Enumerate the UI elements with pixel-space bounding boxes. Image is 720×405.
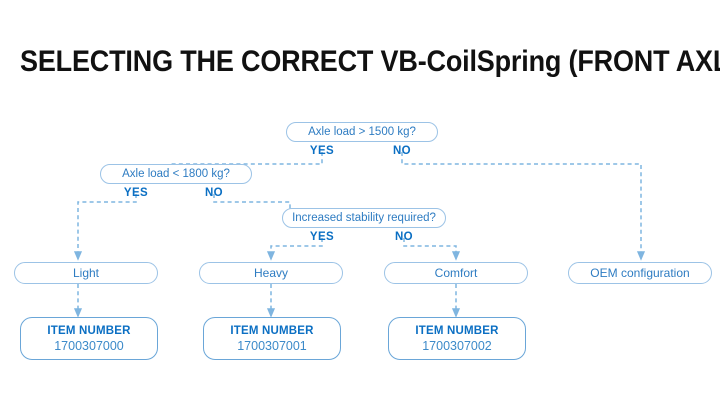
item-number-value: 1700307002 [422, 338, 492, 353]
item-number-box-heavy[interactable]: ITEM NUMBER 1700307001 [203, 317, 341, 360]
result-heavy[interactable]: Heavy [199, 262, 343, 284]
decision-increased-stability[interactable]: Increased stability required? [282, 208, 446, 228]
decision-axle-load-1800[interactable]: Axle load < 1800 kg? [100, 164, 252, 184]
branch-label-d1-no: NO [392, 145, 412, 157]
result-label: Comfort [434, 265, 478, 280]
branch-label-d1-yes: YES [309, 145, 335, 157]
wire-d2-yes [73, 194, 137, 261]
item-number-box-comfort[interactable]: ITEM NUMBER 1700307002 [388, 317, 526, 360]
decision-axle-load-1500[interactable]: Axle load > 1500 kg? [286, 122, 438, 142]
item-number-title: ITEM NUMBER [230, 324, 314, 337]
wire-d1-no [401, 152, 646, 261]
result-oem-configuration[interactable]: OEM configuration [568, 262, 712, 284]
result-label: Light [72, 265, 100, 280]
result-comfort[interactable]: Comfort [384, 262, 528, 284]
branch-label-d3-no: NO [394, 231, 414, 243]
item-number-box-light[interactable]: ITEM NUMBER 1700307000 [20, 317, 158, 360]
item-number-value: 1700307001 [237, 338, 307, 353]
item-number-value: 1700307000 [54, 338, 124, 353]
branch-label-d2-no: NO [204, 187, 224, 199]
decision-label: Axle load < 1800 kg? [122, 167, 230, 180]
page-title: SELECTING THE CORRECT VB-CoilSpring (FRO… [20, 45, 720, 78]
item-number-title: ITEM NUMBER [415, 324, 499, 337]
decision-label: Axle load > 1500 kg? [308, 125, 416, 138]
result-label: Heavy [253, 265, 288, 280]
branch-label-d2-yes: YES [123, 187, 149, 199]
result-light[interactable]: Light [14, 262, 158, 284]
decision-label: Increased stability required? [292, 211, 436, 224]
branch-label-d3-yes: YES [309, 231, 335, 243]
result-label: OEM configuration [590, 265, 690, 280]
item-number-title: ITEM NUMBER [47, 324, 131, 337]
